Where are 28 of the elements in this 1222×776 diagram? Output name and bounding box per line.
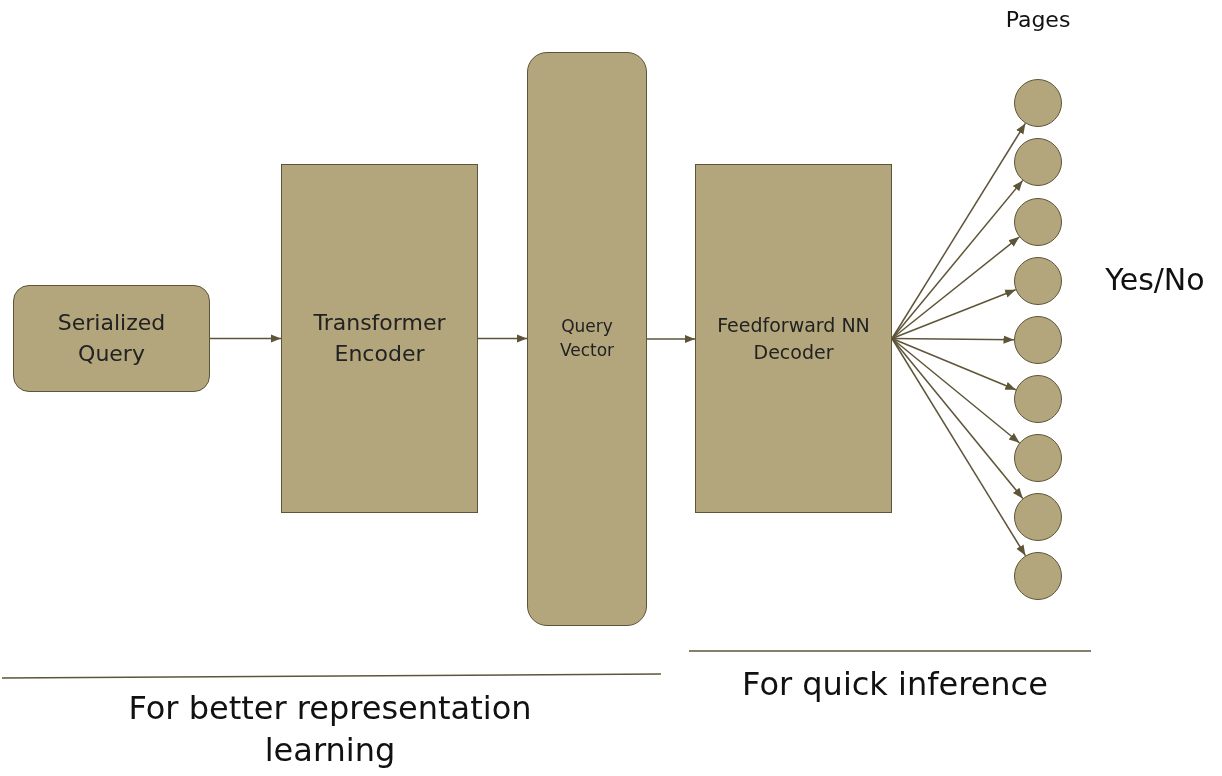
process-box (527, 52, 647, 626)
arrow (477, 334, 528, 343)
output-node-circle (1014, 198, 1062, 246)
output-node-circle (1014, 552, 1062, 600)
arrow (891, 337, 1017, 391)
output-node-circle (1014, 257, 1062, 305)
output-node-circle (1014, 434, 1062, 482)
node-text: Query Vector (558, 315, 616, 362)
arrow (209, 334, 282, 343)
arrow (891, 236, 1020, 340)
annotation-text: For better representation learning (127, 688, 533, 771)
arrow (891, 335, 1015, 344)
output-node-circle (1014, 493, 1062, 541)
output-node-circle (1014, 138, 1062, 186)
annotation-text: Yes/No (1104, 261, 1206, 299)
output-node-circle (1014, 316, 1062, 364)
annotation-text: Pages (1004, 6, 1072, 34)
annotation-text: For quick inference (741, 664, 1049, 705)
output-node-circle (1014, 375, 1062, 423)
output-node-circle (1014, 79, 1062, 127)
process-box (13, 285, 210, 392)
arrow (646, 334, 696, 344)
process-box (281, 164, 478, 513)
arrow (891, 289, 1017, 340)
node-text: Serialized Query (56, 308, 167, 368)
node-text: Transformer Encoder (312, 308, 447, 368)
node-text: Feedforward NN Decoder (716, 312, 871, 365)
process-box (695, 164, 892, 513)
